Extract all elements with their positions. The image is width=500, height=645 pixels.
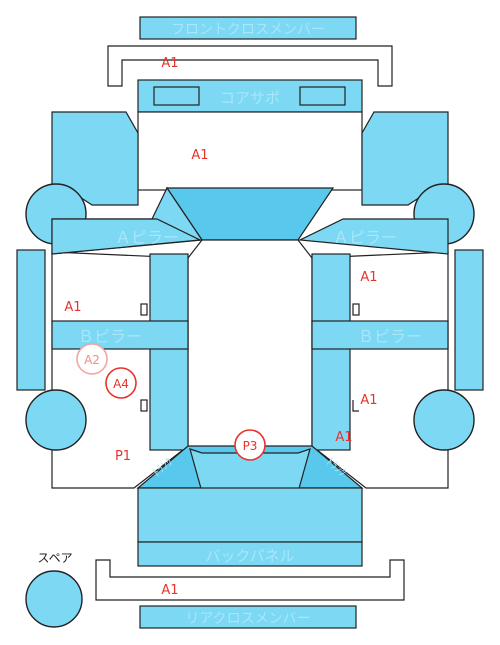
b-pillar-left[interactable]: Ｂピラー <box>51 320 189 350</box>
rear-left-door-handle <box>140 399 148 412</box>
rear-member-grade: A1 <box>161 583 178 598</box>
trunk-lid-grade: P3 <box>243 439 258 453</box>
rear-right-wheel <box>413 389 475 451</box>
left-roof-rail[interactable] <box>149 253 189 451</box>
rear-cross-member-label: リアクロスメンバー <box>185 611 310 627</box>
hood-grade: A1 <box>191 148 208 163</box>
a-pillar-right[interactable]: Ａピラー <box>297 218 449 255</box>
rear-bumper[interactable] <box>95 559 405 601</box>
spare-wheel <box>25 570 83 628</box>
back-panel[interactable]: バックパネル <box>137 487 363 567</box>
b-pillar-right[interactable]: Ｂピラー <box>311 320 449 350</box>
left-rear-quarter-grade: P1 <box>115 449 131 464</box>
hood[interactable] <box>137 111 363 191</box>
right-rear-quarter-grade: A1 <box>335 430 352 445</box>
rear-left-wheel <box>25 389 87 451</box>
left-front-door-grade: A1 <box>64 300 81 315</box>
front-left-door-handle <box>140 303 148 316</box>
right-roof-rail[interactable] <box>311 253 351 451</box>
right-rear-door-grade: A1 <box>360 393 377 408</box>
a-pillar-left[interactable]: Ａピラー <box>51 186 204 255</box>
spare-tire[interactable]: スペア <box>25 551 83 628</box>
front-right-door-handle <box>352 303 360 316</box>
rear-cross-member: リアクロスメンバー <box>139 605 357 629</box>
trunk-lid-marker[interactable]: P3 <box>234 429 266 461</box>
front-cross-member: フロントクロスメンバー <box>139 16 357 40</box>
b-pillar-right-label: Ｂピラー <box>358 327 422 346</box>
left-rear-door-grade: A4 <box>113 377 129 391</box>
back-panel-label: バックパネル <box>205 547 294 565</box>
left-rear-door-marker-faint[interactable]: A2 <box>76 343 108 375</box>
right-front-door-grade: A1 <box>360 270 377 285</box>
roof[interactable] <box>187 239 313 454</box>
a-pillar-right-label: Ａピラー <box>333 228 397 247</box>
left-side-skirt[interactable] <box>16 249 46 391</box>
front-cross-member-label: フロントクロスメンバー <box>171 22 325 38</box>
rear-right-door-handle <box>352 400 359 412</box>
spare-tire-label: スペア <box>37 551 72 565</box>
core-support-label: コアサポ <box>220 89 280 107</box>
front-member-grade: A1 <box>161 56 178 71</box>
a-pillar-left-label: Ａピラー <box>115 228 179 247</box>
right-side-skirt[interactable] <box>454 249 484 391</box>
front-bumper[interactable] <box>107 45 393 87</box>
left-rear-door-grade-faint: A2 <box>84 353 100 367</box>
b-pillar-left-label: Ｂピラー <box>78 327 142 346</box>
left-rear-door-marker[interactable]: A4 <box>105 367 137 399</box>
core-support[interactable]: コアサポ <box>137 79 363 113</box>
